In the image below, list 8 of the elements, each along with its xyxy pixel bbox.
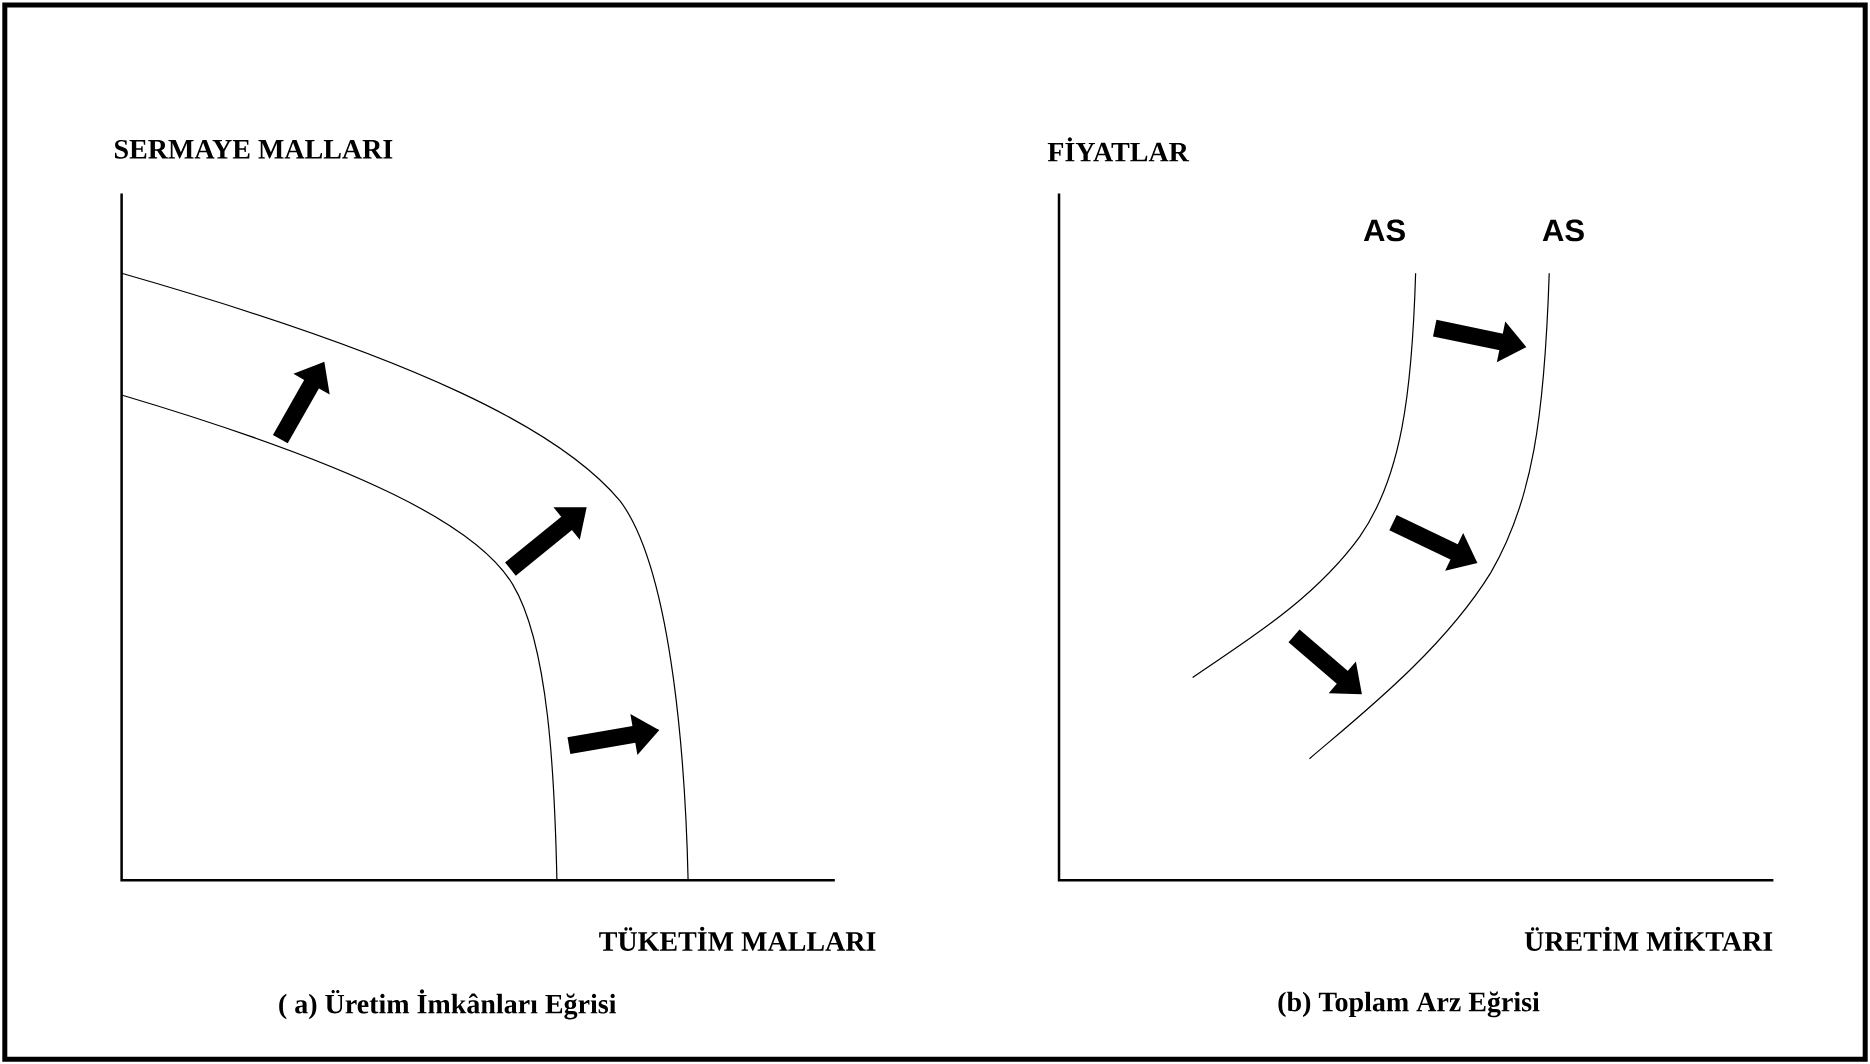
axis-label: ÜRETİM MİKTARI xyxy=(1524,926,1773,951)
axis-label: SERMAYE MALLARI xyxy=(115,139,393,159)
axis-label: FİYATLAR xyxy=(1047,137,1190,162)
curve-label: AS xyxy=(1363,219,1405,242)
panel-caption: ( a) Üretim İmkânları Eğrisi xyxy=(279,989,617,1020)
axis-label: TÜKETİM MALLARI xyxy=(599,926,876,951)
curve-label: AS xyxy=(1542,219,1584,242)
panel-caption: (b) Toplam Arz Eğrisi xyxy=(1278,991,1540,1018)
